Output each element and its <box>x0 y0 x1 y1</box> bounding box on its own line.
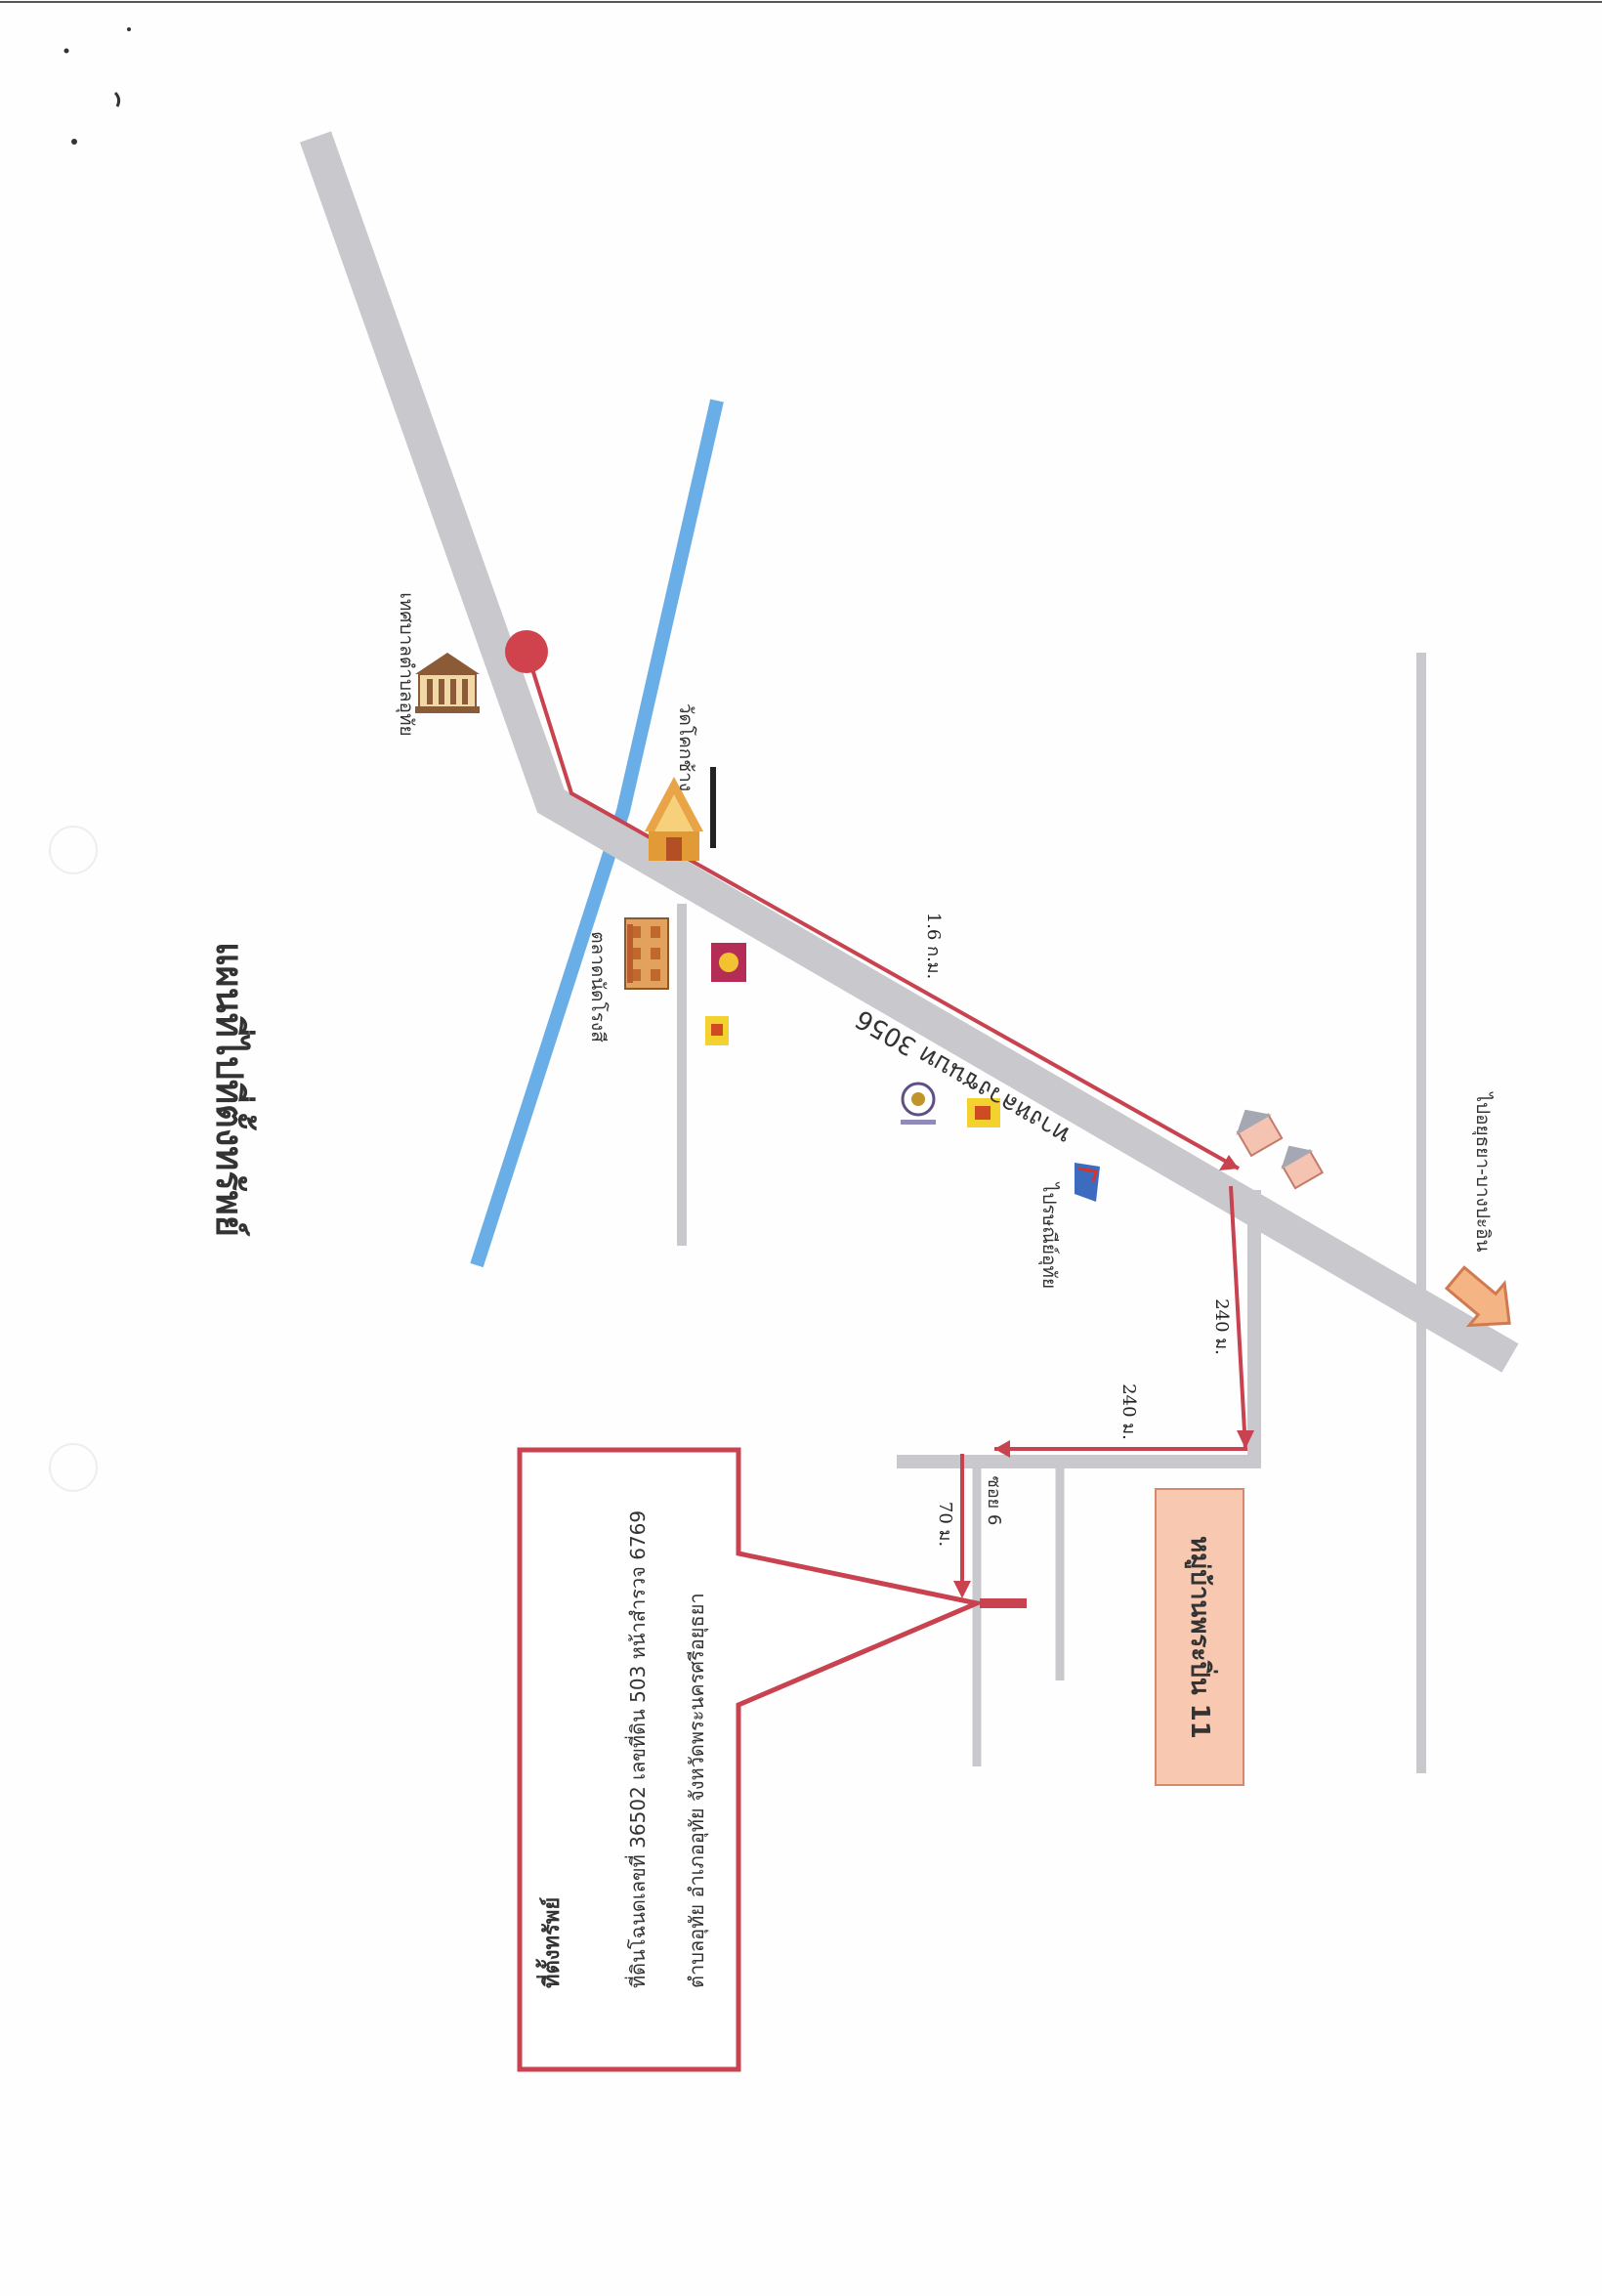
temple-icon <box>645 777 703 861</box>
direction-arrow-icon <box>1444 1265 1511 1328</box>
direction-label: ไปอยุธยา-บางปะอิน <box>1471 1090 1494 1252</box>
post-office-label: ไปรษณีย์อุทัย <box>1037 1181 1060 1289</box>
scan-specks <box>63 27 131 145</box>
soi-label: ซอย 6 <box>984 1476 1004 1526</box>
house-icon <box>1236 1109 1284 1158</box>
distance-240m-vertical: 240 ม. <box>1211 1298 1232 1355</box>
municipality-label: เทศบาลตำบลอุทัย <box>395 592 417 736</box>
property-heading: ที่ตั้งทรัพย์ <box>535 1897 565 1988</box>
municipality-icon <box>415 653 480 713</box>
village-label: หมู่บ้านพระปิ่น 11 <box>1184 1536 1219 1739</box>
temple-label: วัดโคกช้าง <box>675 703 697 791</box>
property-line-2: ตำบลอุทัย อำเภออุทัย จังหวัดพระนครศรีอยุ… <box>685 1593 709 1988</box>
bank-logo-icon <box>711 943 746 982</box>
shop-logo-icon <box>705 1016 729 1045</box>
route-arrowheads <box>953 1155 1254 1598</box>
market-label: ตลาดนัดโรงสี <box>587 931 610 1042</box>
seal-logo-icon <box>901 1082 936 1125</box>
distance-240m-horizontal: 240 ม. <box>1118 1383 1139 1440</box>
shop-logo-icon-2 <box>967 1098 1000 1127</box>
start-marker <box>505 630 548 673</box>
distance-70m: 70 ม. <box>935 1502 955 1547</box>
branch-road <box>897 1190 1261 1468</box>
map-title: แผนที่ไปที่ตั้งทรัพย์ <box>208 942 257 1237</box>
property-callout-box <box>517 1447 986 2072</box>
house-icon-2 <box>1281 1145 1325 1190</box>
market-icon-2 <box>627 924 633 983</box>
distance-1-6km: 1.6 ก.ม. <box>923 913 944 980</box>
property-line-1: ที่ดินโฉนดเลขที่ 36502 เลขที่ดิน 503 หน้… <box>624 1510 650 1988</box>
village-box <box>1155 1488 1244 1786</box>
post-logo-icon <box>1075 1163 1100 1202</box>
faint-circles <box>49 826 98 1492</box>
property-plot <box>980 1598 1027 1608</box>
river <box>470 399 724 1268</box>
main-road <box>299 131 1519 1373</box>
